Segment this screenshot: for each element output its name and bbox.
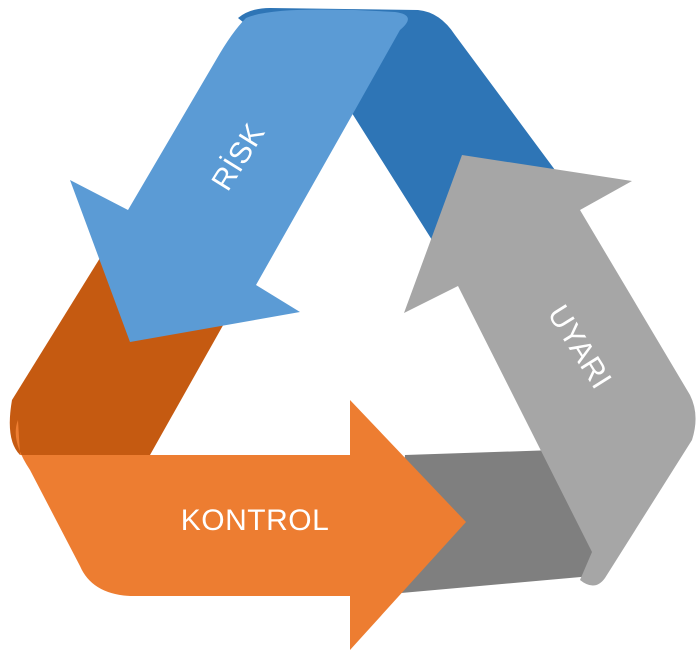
kontrol-arrow — [15, 400, 466, 650]
risk-arrow — [70, 9, 408, 343]
uyari-arrow — [404, 155, 696, 586]
uyari-arrow-fold — [390, 450, 602, 594]
kontrol-label: KONTROL — [181, 504, 330, 537]
